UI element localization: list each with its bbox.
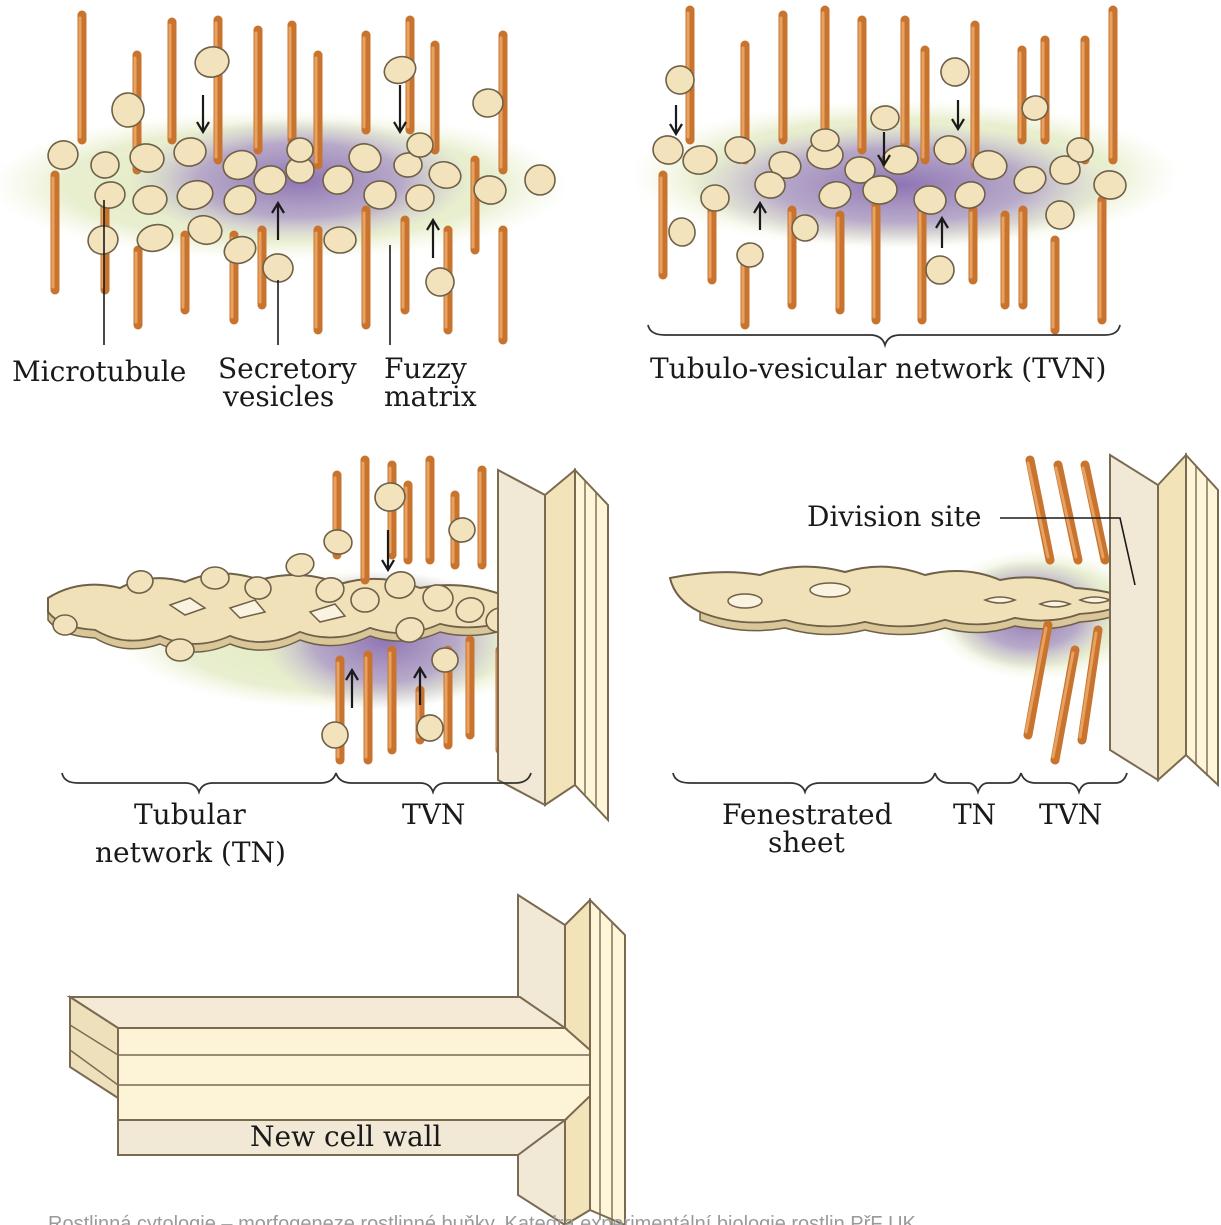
tvn-full-label: Tubulo-vesicular network (TVN)	[650, 352, 1106, 385]
division-site-label: Division site	[807, 500, 981, 533]
vesicle	[432, 648, 458, 672]
tn-vesicle	[166, 639, 194, 661]
vesicle	[201, 567, 229, 589]
fenestrated-brace	[673, 773, 935, 792]
secretory-label-line2: vesicles	[222, 380, 334, 413]
vesicle	[287, 138, 313, 162]
panel-2-tubulo-vesicular-network: Tubulo-vesicular network (TVN)	[630, 10, 1180, 385]
new-cell-wall-label: New cell wall	[250, 1120, 442, 1153]
panel-1-vesicle-accumulation: Microtubule Secretory vesicles Fuzzy mat…	[0, 15, 570, 413]
cell-wall-parental	[1110, 455, 1218, 785]
fuzzy-label-line2: matrix	[384, 380, 477, 413]
fenestrated-label-line2: sheet	[768, 826, 846, 859]
tvn-brace	[648, 325, 1120, 345]
tn-label-line1: Tubular	[134, 798, 246, 831]
tvn-brace	[1021, 773, 1127, 792]
tvn-label: TVN	[1039, 798, 1102, 831]
footer-caption: Rostlinná cytologie – morfogeneze rostli…	[48, 1213, 917, 1225]
vesicle	[192, 43, 233, 81]
tn-brace	[62, 773, 336, 792]
parental-wall-side	[590, 900, 625, 1225]
vesicle	[364, 181, 396, 209]
new-wall-body	[118, 1028, 590, 1120]
tn-vesicle	[53, 615, 77, 635]
tvn-label: TVN	[402, 798, 465, 831]
vesicle	[811, 129, 840, 152]
vesicle	[422, 264, 458, 300]
vesicle	[701, 185, 729, 211]
panel-5-new-cell-wall: New cell wall	[70, 895, 625, 1225]
cell-wall-parental	[498, 470, 608, 820]
vesicle	[324, 227, 356, 253]
vesicle	[351, 588, 379, 612]
vesicle	[406, 185, 434, 211]
vesicle	[937, 54, 972, 89]
vesicle	[407, 133, 433, 157]
vesicle	[372, 480, 408, 515]
vesicle	[322, 528, 353, 556]
microtubule	[1030, 460, 1050, 560]
microtubule-label: Microtubule	[12, 355, 186, 388]
vesicle	[926, 256, 954, 284]
panel-4-fenestrated-sheet: Division site Fenestrated sheet TN TVN	[670, 455, 1218, 859]
vesicle	[736, 242, 763, 267]
tn-brace	[935, 773, 1021, 792]
vesicle	[525, 165, 555, 195]
vesicle	[322, 722, 348, 748]
new-wall-top	[70, 997, 565, 1028]
panel-3-tubular-network: Tubular network (TN) TVN	[48, 460, 608, 869]
tn-label-line2: network (TN)	[95, 836, 286, 869]
tn-label: TN	[953, 798, 996, 831]
